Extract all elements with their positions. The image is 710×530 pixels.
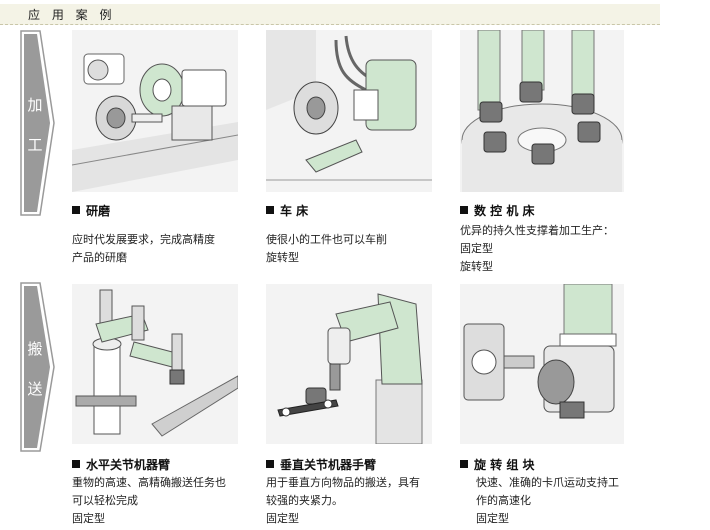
band-label-top: 加 xyxy=(27,96,43,114)
band-label-top: 搬 xyxy=(27,340,43,358)
category-band-machining: 加 工 xyxy=(20,30,56,216)
case-description: 应时代发展要求，完成高精度 产品的研磨 xyxy=(72,233,215,264)
case-image-rotary-block xyxy=(460,284,624,444)
case-image-grinding xyxy=(72,30,238,192)
case-description: 使很小的工件也可以车削 旋转型 xyxy=(266,233,387,264)
band-label-bottom: 工 xyxy=(27,136,43,154)
band-arrow-shape xyxy=(20,30,55,216)
case-title: 车 床 xyxy=(266,202,308,219)
bullet-square-icon xyxy=(266,206,274,214)
bullet-square-icon xyxy=(460,460,468,468)
case-image-lathe xyxy=(266,30,432,192)
case-title: 数 控 机 床 xyxy=(460,202,535,219)
case-image-cnc xyxy=(460,30,624,192)
band-arrow-shape xyxy=(20,282,55,452)
section-title: 应 用 案 例 xyxy=(28,8,116,22)
case-description: 用于垂直方向物品的搬送，具有 较强的夹紧力。 固定型 xyxy=(266,476,420,525)
bullet-square-icon xyxy=(460,206,468,214)
section-header: 应 用 案 例 xyxy=(0,4,660,25)
case-description: 重物的高速、高精确搬送任务也 可以轻松完成 固定型 xyxy=(72,476,226,525)
case-description: 优异的持久性支撑着加工生产： 固定型 旋转型 xyxy=(460,224,614,273)
bullet-square-icon xyxy=(72,460,80,468)
category-band-transport: 搬 送 xyxy=(20,282,56,452)
bullet-square-icon xyxy=(72,206,80,214)
case-description: 快速、准确的卡爪运动支持工 作的高速化 固定型 xyxy=(476,476,619,525)
case-title: 旋 转 组 块 xyxy=(460,456,535,473)
case-image-horizontal-arm xyxy=(72,284,238,444)
bullet-square-icon xyxy=(266,460,274,468)
case-title: 垂直关节机器手臂 xyxy=(266,456,376,473)
case-title: 水平关节机器臂 xyxy=(72,456,170,473)
band-label-bottom: 送 xyxy=(27,380,43,398)
case-title: 研磨 xyxy=(72,202,110,219)
case-image-vertical-arm xyxy=(266,284,432,444)
